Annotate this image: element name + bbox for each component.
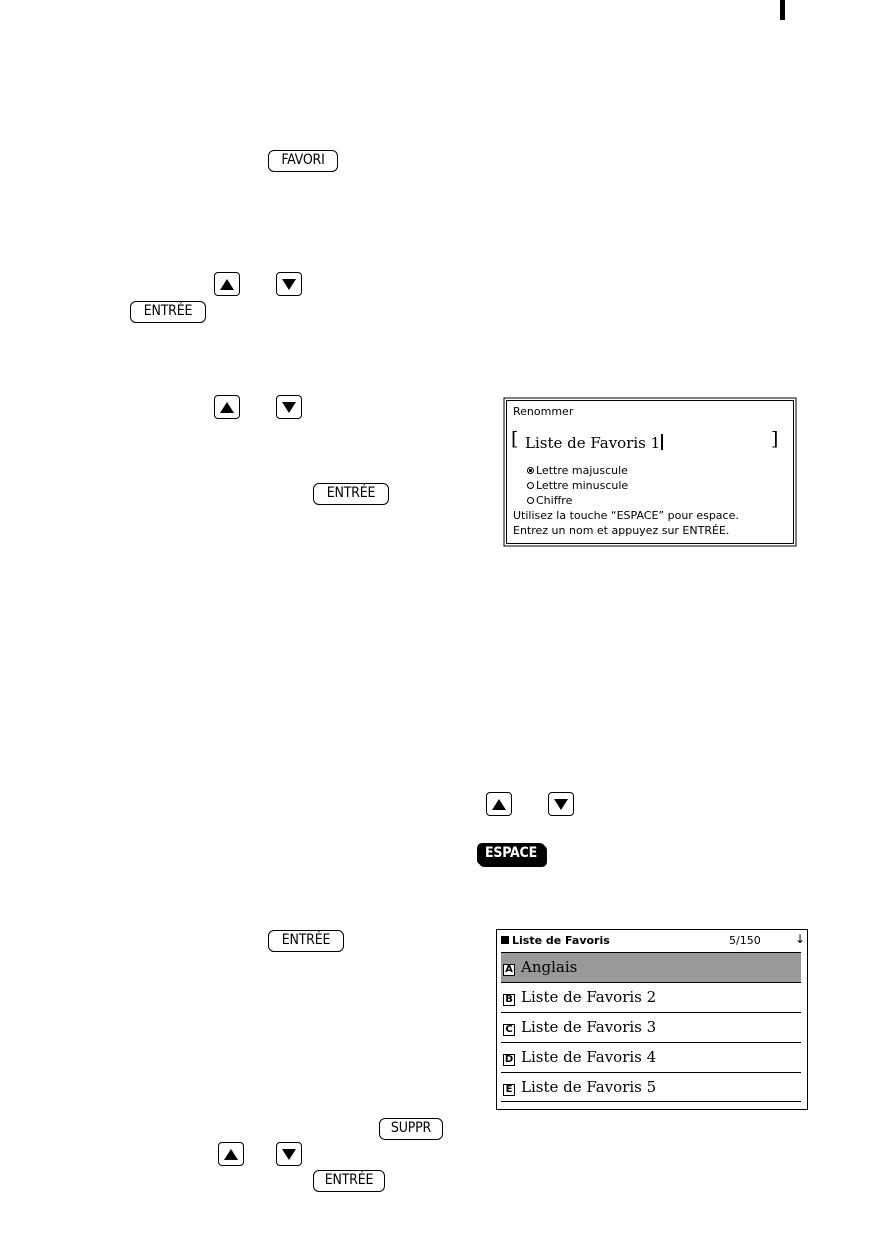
option-label: Lettre majuscule	[536, 464, 628, 477]
entree-key: ENTRÉE	[313, 1170, 385, 1192]
text-cursor	[661, 434, 663, 450]
dialog-hint-2: Entrez un nom et appuyez sur ENTRÉE.	[513, 524, 730, 537]
letter-badge: A	[503, 964, 515, 976]
dialog-hint-1: Utilisez la touche “ESPACE” pour espace.	[513, 509, 739, 522]
radio-icon	[527, 467, 534, 474]
down-arrow-key-icon	[276, 1142, 302, 1166]
name-input[interactable]: Liste de Favoris 1	[525, 434, 663, 452]
suppr-key: SUPPR	[379, 1118, 443, 1140]
favorites-list-screen: Liste de Favoris 5/150 ↓ A Anglais B Liste…	[496, 929, 808, 1110]
favlist-title: Liste de Favoris	[501, 934, 610, 947]
up-arrow-key-icon	[214, 272, 240, 296]
favlist-title-text: Liste de Favoris	[512, 934, 610, 947]
letter-badge: B	[503, 994, 515, 1006]
list-item[interactable]: B Liste de Favoris 2	[501, 982, 801, 1012]
favlist-count: 5/150	[729, 934, 761, 947]
letter-badge: D	[503, 1054, 515, 1066]
list-item[interactable]: D Liste de Favoris 4	[501, 1042, 801, 1072]
down-arrow-key-icon	[276, 395, 302, 419]
list-item-label: Liste de Favoris 2	[521, 988, 657, 1006]
up-arrow-key-icon	[214, 395, 240, 419]
up-arrow-key-icon	[218, 1142, 244, 1166]
entree-key: ENTRÉE	[268, 930, 344, 952]
list-item-label: Anglais	[521, 958, 578, 976]
list-item-label: Liste de Favoris 4	[521, 1048, 657, 1066]
favori-key: FAVORI	[268, 150, 338, 172]
dialog-title: Renommer	[513, 405, 574, 418]
list-item[interactable]: E Liste de Favoris 5	[501, 1072, 801, 1102]
radio-icon	[527, 497, 534, 504]
bracket-open: [	[511, 428, 519, 450]
espace-key: ESPACE	[477, 843, 545, 865]
letter-badge: C	[503, 1024, 515, 1036]
option-digit[interactable]: Chiffre	[527, 494, 572, 508]
option-label: Chiffre	[536, 494, 573, 507]
entree-key: ENTRÉE	[313, 483, 389, 505]
list-item[interactable]: C Liste de Favoris 3	[501, 1012, 801, 1042]
rename-dialog: Renommer [ Liste de Favoris 1 ] Lettre m…	[506, 400, 794, 544]
scroll-down-icon: ↓	[795, 932, 806, 946]
list-item[interactable]: A Anglais	[501, 952, 801, 982]
option-uppercase[interactable]: Lettre majuscule	[527, 464, 628, 478]
square-icon	[501, 936, 509, 944]
name-value: Liste de Favoris 1	[525, 434, 661, 452]
radio-icon	[527, 482, 534, 489]
letter-badge: E	[503, 1084, 515, 1096]
option-lowercase[interactable]: Lettre minuscule	[527, 479, 628, 493]
list-item-label: Liste de Favoris 3	[521, 1018, 657, 1036]
up-arrow-key-icon	[486, 792, 512, 816]
down-arrow-key-icon	[548, 792, 574, 816]
entree-key: ENTRÉE	[130, 301, 206, 323]
option-label: Lettre minuscule	[536, 479, 629, 492]
page-edge-mark	[780, 0, 785, 20]
list-item-label: Liste de Favoris 5	[521, 1078, 657, 1096]
bracket-close: ]	[771, 428, 779, 450]
down-arrow-key-icon	[276, 272, 302, 296]
favlist-rows: A Anglais B Liste de Favoris 2 C Liste de F…	[501, 952, 801, 1102]
